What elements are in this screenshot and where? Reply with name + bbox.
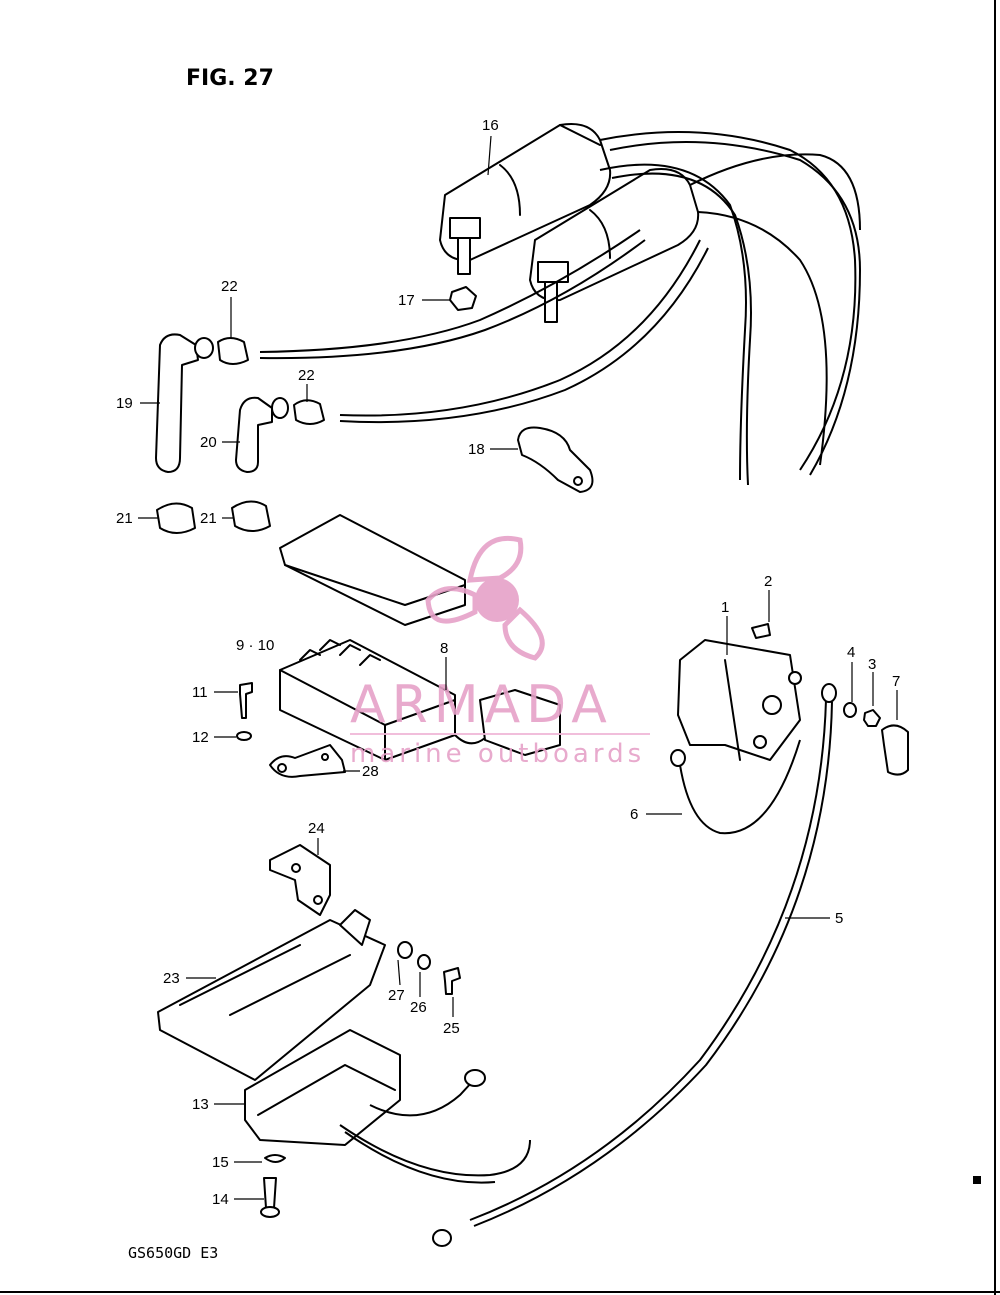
propeller-blade-icon xyxy=(466,535,524,583)
model-code: GS650GD E3 xyxy=(128,1244,218,1262)
callout-13: 13 xyxy=(192,1096,209,1113)
plug-seal-21b xyxy=(231,500,271,532)
callout-24: 24 xyxy=(308,820,325,837)
callout-20: 20 xyxy=(200,434,217,451)
propeller-hub-icon xyxy=(475,578,519,622)
callout-17: 17 xyxy=(398,292,415,309)
callout-5: 5 xyxy=(835,910,843,927)
callout-25: 25 xyxy=(443,1020,460,1037)
figure-title: FIG. 27 xyxy=(186,66,274,91)
regulator-bracket-23 xyxy=(157,909,386,1081)
callout-labels: 16 17 18 19 20 21 21 22 22 9 · 10 8 11 1… xyxy=(116,117,900,1208)
callout-15: 15 xyxy=(212,1154,229,1171)
callout-4: 4 xyxy=(847,644,855,661)
lead-wire-5 xyxy=(432,683,837,1247)
callout-7: 7 xyxy=(892,673,900,690)
ignition-coil-assembly xyxy=(259,123,862,486)
callout-11: 11 xyxy=(192,684,208,701)
callout-6: 6 xyxy=(630,806,638,823)
callout-8: 8 xyxy=(440,640,448,657)
regulator-bracket-24 xyxy=(269,844,331,916)
plug-cap-20 xyxy=(235,396,289,473)
leader-lines xyxy=(138,135,898,1200)
callout-28: 28 xyxy=(362,763,379,780)
callout-22b: 22 xyxy=(298,367,315,384)
callout-22a: 22 xyxy=(221,278,238,295)
watermark-tagline: marine outboards xyxy=(350,739,645,769)
callout-16: 16 xyxy=(482,117,499,134)
callout-21b: 21 xyxy=(200,510,217,527)
nut-17 xyxy=(449,286,477,311)
callout-14: 14 xyxy=(212,1191,229,1208)
plug-cap-19 xyxy=(155,333,214,473)
callout-12: 12 xyxy=(192,729,209,746)
callout-18: 18 xyxy=(468,441,485,458)
page-marker xyxy=(973,1176,981,1184)
callout-9-10: 9 · 10 xyxy=(236,637,274,654)
cap-seal-22b xyxy=(293,399,325,425)
lead-wire-6 xyxy=(670,739,801,835)
callout-2: 2 xyxy=(764,573,772,590)
fuse-box-cover xyxy=(279,514,466,626)
callout-27: 27 xyxy=(388,987,405,1004)
propeller-blade-icon xyxy=(502,606,545,661)
watermark-rule xyxy=(350,733,650,735)
callout-1: 1 xyxy=(721,599,729,616)
starter-relay xyxy=(677,623,909,776)
watermark-brand: ARMADA xyxy=(350,675,613,735)
watermark-logo: ARMADA marine outboards xyxy=(350,535,650,769)
propeller-blade-icon xyxy=(425,586,478,624)
callout-23: 23 xyxy=(163,970,180,987)
plug-seal-21a xyxy=(156,502,196,534)
callout-19: 19 xyxy=(116,395,133,412)
callout-3: 3 xyxy=(868,656,876,673)
clamp-18 xyxy=(517,426,594,493)
hardware-25-26-27 xyxy=(397,941,461,995)
cap-seal-22a xyxy=(217,337,249,365)
callout-26: 26 xyxy=(410,999,427,1016)
regulator-13 xyxy=(244,1029,531,1218)
fuse-box-assembly xyxy=(236,639,561,778)
callout-21a: 21 xyxy=(116,510,133,527)
